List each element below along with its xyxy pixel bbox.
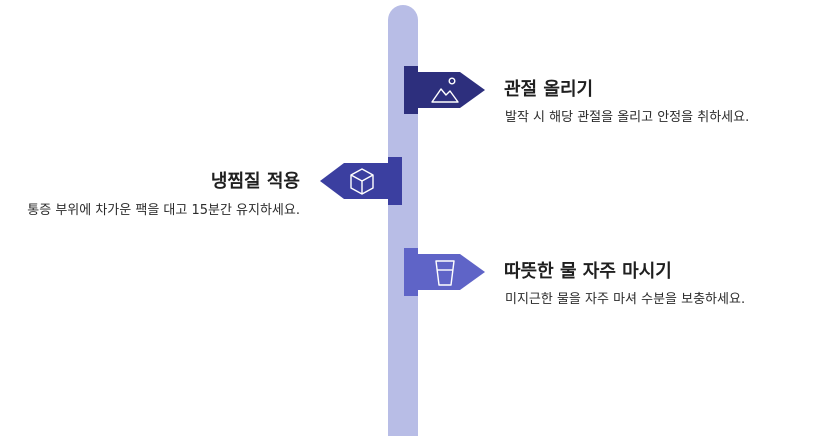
step-title-warm-water: 따뜻한 물 자주 마시기 (504, 261, 672, 282)
sign-joint-elevation (404, 66, 485, 114)
sign-body (404, 72, 485, 108)
sign-cold-compress (320, 157, 402, 205)
step-title-cold-compress: 냉찜질 적용 (210, 171, 300, 192)
step-desc-joint-elevation: 발작 시 해당 관절을 올리고 안정을 취하세요. (505, 110, 750, 125)
glass-icon (435, 260, 455, 286)
step-desc-warm-water: 미지근한 물을 자주 마셔 수분을 보충하세요. (505, 292, 746, 307)
step-desc-cold-compress: 통증 부위에 차가운 팩을 대고 15분간 유지하세요. (27, 203, 300, 218)
cube-icon (350, 168, 374, 195)
sign-body (404, 254, 485, 290)
sign-warm-water (404, 248, 485, 296)
mountain-icon (431, 77, 459, 103)
step-title-joint-elevation: 관절 올리기 (504, 79, 594, 100)
